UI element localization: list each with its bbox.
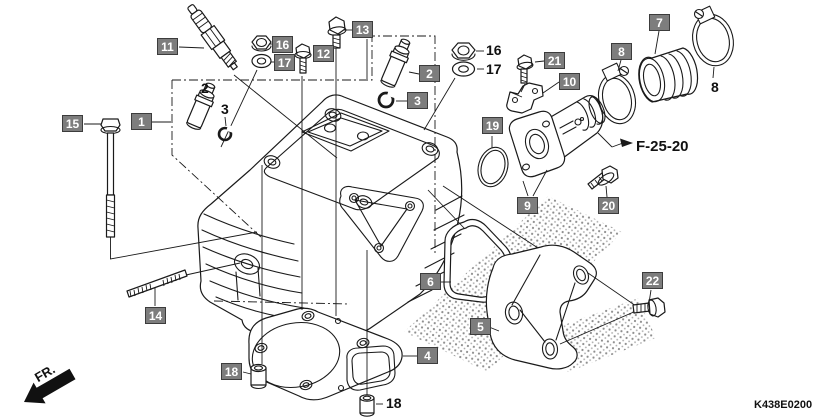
callout-3-boxed[interactable]: 3 [407,92,428,109]
callout-19[interactable]: 19 [482,117,503,134]
callout-11[interactable]: 11 [157,38,178,55]
callout-16-left[interactable]: 16 [272,36,293,53]
bolt-20-drawing [587,165,619,190]
callout-14[interactable]: 14 [145,307,166,324]
callout-7[interactable]: 7 [649,14,670,31]
hose-clamp-left-drawing [597,62,637,125]
callout-12[interactable]: 12 [313,45,334,62]
intake-manifold-drawing [508,95,606,178]
callout-4[interactable]: 4 [417,347,438,364]
spark-plug-drawing [187,4,238,71]
cross-reference-arrow [611,138,633,148]
callout-21[interactable]: 21 [544,52,565,69]
part-number-8-plain[interactable]: 8 [711,79,719,95]
callout-5[interactable]: 5 [470,318,491,335]
side-cover-drawing [485,244,597,370]
part-number-3-plain[interactable]: 3 [221,101,229,117]
diagram-code: K438E0200 [754,399,812,411]
callout-22[interactable]: 22 [642,272,663,289]
cap-nut-right-drawing [451,42,476,61]
flange-bolt-13-drawing [327,16,347,49]
guide-clip-left-drawing [217,124,236,142]
callout-1[interactable]: 1 [131,113,152,130]
head-bolt-drawing [100,118,121,238]
callout-6[interactable]: 6 [420,273,441,290]
dowel-pin-left-drawing [250,363,267,390]
dowel-pin-right-drawing [359,394,375,417]
stud-bolt-drawing [126,269,188,298]
callout-10[interactable]: 10 [559,73,580,90]
cylinder-head-drawing [197,94,465,334]
flange-bolt-12-drawing [294,43,312,74]
insulator-boot-drawing [638,47,699,103]
bolt-21-drawing [516,54,534,84]
callout-18-boxed[interactable]: 18 [221,363,242,380]
callout-2-boxed[interactable]: 2 [419,65,440,82]
callout-15[interactable]: 15 [62,115,83,132]
callout-17-left[interactable]: 17 [274,54,295,71]
callout-8-boxed[interactable]: 8 [611,43,632,60]
fr-direction-arrow: FR. [24,361,76,404]
valve-guide-left-drawing [186,82,216,130]
stay-bracket-drawing [506,82,544,114]
hose-clamp-right-drawing [692,5,734,67]
callout-13[interactable]: 13 [352,21,373,38]
bolt-22-drawing [632,297,666,318]
guide-clip-right-drawing [377,88,398,109]
o-ring-drawing [477,146,509,188]
washer-left-drawing [251,53,272,69]
head-gasket-drawing [248,307,403,401]
part-number-17-plain[interactable]: 17 [486,61,502,77]
part-number-2-plain[interactable]: 2 [201,80,209,96]
valve-guide-right-drawing [380,38,411,88]
cap-nut-left-drawing [251,35,272,52]
cross-reference-link[interactable]: F-25-20 [636,138,689,155]
part-number-18-plain[interactable]: 18 [386,395,402,411]
washer-right-drawing [451,61,476,77]
leader-lines [84,29,715,405]
part-number-16-plain[interactable]: 16 [486,42,502,58]
callout-9[interactable]: 9 [517,197,538,214]
callout-20[interactable]: 20 [598,197,619,214]
